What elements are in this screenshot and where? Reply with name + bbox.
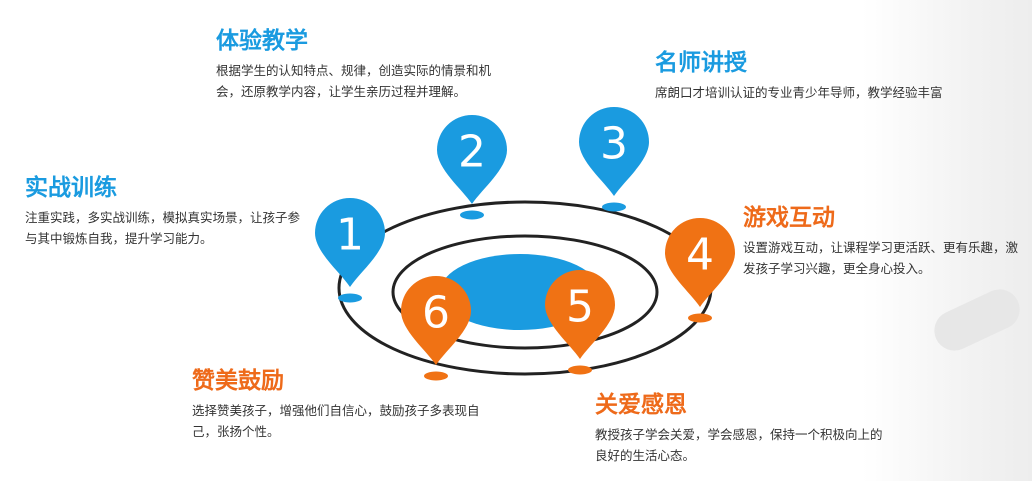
item-desc: 根据学生的认知特点、规律，创造实际的情景和机会，还原教学内容，让学生亲历过程并理… xyxy=(216,63,492,99)
item-care-gratitude: 关爱感恩 教授孩子学会关爱，学会感恩，保持一个积极向上的良好的生活心态。 xyxy=(595,390,885,466)
inner-ring xyxy=(391,234,659,350)
pin-4-number: 4 xyxy=(686,230,714,281)
pin-2-number: 2 xyxy=(458,127,486,178)
pin-4: 4 xyxy=(665,218,735,323)
pin-2-marker xyxy=(437,115,507,204)
pin-2-base xyxy=(460,210,484,220)
item-desc: 设置游戏互动，让课程学习更活跃、更有乐趣，激发孩子学习兴趣，更全身心投入。 xyxy=(743,240,1019,276)
pin-4-marker xyxy=(665,218,735,307)
pin-1-marker xyxy=(315,198,385,287)
pin-6-base xyxy=(424,371,448,381)
pin-1: 1 xyxy=(315,198,385,303)
item-desc: 注重实践，多实战训练，模拟真实场景，让孩子参与其中锻炼自我，提升学习能力。 xyxy=(25,210,301,246)
item-desc: 选择赞美孩子，增强他们自信心，鼓励孩子多表现自己，张扬个性。 xyxy=(192,403,480,439)
item-desc: 席朗口才培训认证的专业青少年导师，教学经验丰富 xyxy=(655,85,943,100)
item-game-interaction: 游戏互动 设置游戏互动，让课程学习更活跃、更有乐趣，激发孩子学习兴趣，更全身心投… xyxy=(743,203,1026,279)
background-decoration xyxy=(862,0,1032,481)
item-title: 赞美鼓励 xyxy=(192,368,284,394)
item-master-teacher: 名师讲授 席朗口才培训认证的专业青少年导师，教学经验丰富 xyxy=(655,48,945,103)
item-title: 体验教学 xyxy=(216,28,308,54)
pin-3-base xyxy=(602,202,626,212)
pin-1-base xyxy=(338,293,362,303)
pin-5-number: 5 xyxy=(566,282,594,333)
pin-6-number: 6 xyxy=(422,288,450,339)
item-practical-training: 实战训练 注重实践，多实战训练，模拟真实场景，让孩子参与其中锻炼自我，提升学习能… xyxy=(25,173,310,249)
pin-1-number: 1 xyxy=(336,210,364,261)
pin-3-marker xyxy=(579,107,649,196)
item-title: 游戏互动 xyxy=(743,205,835,231)
item-title: 关爱感恩 xyxy=(595,392,687,418)
pin-5: 5 xyxy=(545,270,615,375)
pin-2: 2 xyxy=(437,115,507,220)
pin-4-base xyxy=(688,313,712,323)
item-desc: 教授孩子学会关爱，学会感恩，保持一个积极向上的良好的生活心态。 xyxy=(595,427,883,463)
pin-3: 3 xyxy=(579,107,649,212)
item-experience-teaching: 体验教学 根据学生的认知特点、规律，创造实际的情景和机会，还原教学内容，让学生亲… xyxy=(216,26,506,102)
pin-5-base xyxy=(568,365,592,375)
item-title: 名师讲授 xyxy=(655,50,747,76)
item-title: 实战训练 xyxy=(25,175,117,201)
pin-3-number: 3 xyxy=(600,119,628,170)
item-praise-encourage: 赞美鼓励 选择赞美孩子，增强他们自信心，鼓励孩子多表现自己，张扬个性。 xyxy=(192,366,482,442)
pin-6-marker xyxy=(401,276,471,365)
pin-5-marker xyxy=(545,270,615,359)
pin-6: 6 xyxy=(401,276,471,381)
